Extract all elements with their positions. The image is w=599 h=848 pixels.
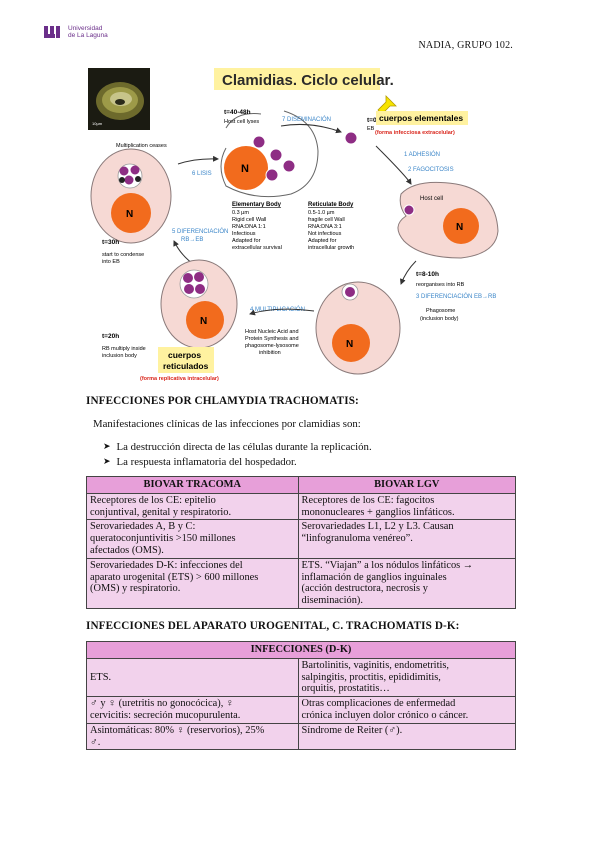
svg-text:reorganises into RB: reorganises into RB [416,282,465,288]
micrograph-image: 10µm [88,68,150,130]
svg-text:RNA:DNA 1:1: RNA:DNA 1:1 [232,224,266,230]
svg-text:t=30h: t=30h [102,239,119,246]
svg-text:Not infectious: Not infectious [308,231,342,237]
svg-text:cuerpos elementales: cuerpos elementales [379,113,463,123]
svg-text:start to condense: start to condense [102,252,144,258]
svg-text:(forma infecciosa extracelular: (forma infecciosa extracelular) [375,130,455,136]
svg-text:Host cell: Host cell [420,196,443,202]
elementary-body [344,131,358,145]
elementary-body-box [376,111,468,125]
svg-text:cuerpos: cuerpos [168,350,201,360]
svg-text:RB→EB: RB→EB [181,237,203,243]
host-cell-bottom-left: N [160,259,238,349]
svg-text:t=40-48h: t=40-48h [224,109,251,116]
table-header-infecciones: INFECCIONES (D-K) [86,641,516,659]
svg-text:3 DIFERENCIACIÓN EB→RB: 3 DIFERENCIACIÓN EB→RB [416,293,496,300]
host-cell-bottom-right: N [315,281,401,375]
ull-logo-icon [44,26,60,38]
svg-text:(inclusion body): (inclusion body) [420,316,459,322]
svg-text:EB: EB [367,126,375,132]
table-row: Serovariedades A, B y C:queratoconjuntiv… [86,519,517,559]
svg-text:(forma replicativa intracelula: (forma replicativa intracelular) [140,376,219,382]
reticulate-body-box [158,347,214,373]
host-cell-right: N [397,181,499,259]
lysed-host-cell: N [220,110,319,198]
svg-text:N: N [346,339,353,350]
intro-paragraph: Manifestaciones clínicas de las infeccio… [93,418,361,430]
svg-text:0.3 µm: 0.3 µm [232,210,249,216]
svg-text:N: N [241,163,249,175]
svg-text:inhibition: inhibition [259,350,281,356]
figure-title-box [214,68,380,90]
svg-text:Adapted for: Adapted for [308,238,337,244]
svg-text:t=0: t=0 [367,117,377,124]
figure-title: Clamidias. Ciclo celular. [222,72,394,89]
table-header-lgv: BIOVAR LGV [297,476,517,494]
svg-text:t=20h: t=20h [102,333,119,340]
infections-dk-table: INFECCIONES (D-K) ETS. Bartolinitis, vag… [86,641,516,751]
arrow-bullet-icon: ➤ [103,441,111,451]
svg-text:6 LISIS: 6 LISIS [192,171,212,177]
table-row: Asintomáticas: 80% ♀ (reservorios), 25%♂… [86,722,516,751]
svg-text:Protein Synthesis and: Protein Synthesis and [245,336,299,342]
svg-text:inclusion body: inclusion body [102,353,137,359]
svg-text:Phagosome: Phagosome [426,308,455,314]
svg-text:7 DISEMINACIÓN: 7 DISEMINACIÓN [282,116,331,123]
svg-text:Infectious: Infectious [232,231,256,237]
svg-text:Multiplication ceases: Multiplication ceases [116,143,167,149]
university-logo: Universidad de La Laguna [44,24,108,40]
svg-text:extracellular survival: extracellular survival [232,245,282,251]
list-item: ➤La destrucción directa de las células d… [103,440,372,453]
svg-text:N: N [456,222,463,233]
table-row: ♂ y ♀ (uretritis no gonocócica), ♀cervic… [86,696,516,724]
svg-text:1 ADHESIÓN: 1 ADHESIÓN [404,151,440,158]
svg-text:intracellular growth: intracellular growth [308,245,354,251]
section-title-urogenital: INFECCIONES DEL APARATO UROGENITAL, C. T… [86,620,460,632]
svg-text:Host Nucleic Acid and: Host Nucleic Acid and [245,329,299,335]
svg-text:RB multiply inside: RB multiply inside [102,346,146,352]
host-cell-left: N [90,148,172,244]
biovar-table: BIOVAR TRACOMA BIOVAR LGV Receptores de … [86,476,517,609]
list-item: ➤La respuesta inflamatoria del hospedado… [103,455,297,468]
logo-line-1: Universidad [68,25,103,32]
photo-scale-label: 10µm [92,121,103,126]
svg-text:N: N [200,316,207,327]
svg-text:0.5-1.0 µm: 0.5-1.0 µm [308,210,335,216]
table-row: ETS. Bartolinitis, vaginitis, endometrit… [86,657,516,698]
svg-text:reticulados: reticulados [163,361,209,371]
svg-text:Elementary Body: Elementary Body [232,202,282,208]
logo-line-2: de La Laguna [68,32,108,39]
svg-text:Rigid cell Wall: Rigid cell Wall [232,217,266,223]
author-group-label: NADIA, GRUPO 102. [418,40,513,51]
svg-text:N: N [126,209,133,220]
svg-text:t=8-10h: t=8-10h [416,271,439,278]
table-header-tracoma: BIOVAR TRACOMA [86,476,299,494]
svg-text:fragile cell Wall: fragile cell Wall [308,217,345,223]
svg-text:Reticulate Body: Reticulate Body [308,202,354,208]
svg-text:5 DIFERENCIACIÓN: 5 DIFERENCIACIÓN [172,228,228,235]
svg-text:into EB: into EB [102,259,120,265]
arrow-bullet-icon: ➤ [103,456,111,466]
section-title-chlamydia: INFECCIONES POR CHLAMYDIA TRACHOMATIS: [86,395,359,407]
svg-text:phagosome-lysosome: phagosome-lysosome [245,343,299,349]
manifestations-list: ➤La destrucción directa de las células d… [103,439,372,469]
chlamydia-cycle-figure: 10µm Clamidias. Ciclo celular. N t=40-48… [86,66,514,384]
svg-text:Adapted for: Adapted for [232,238,261,244]
svg-text:RNA:DNA 3:1: RNA:DNA 3:1 [308,224,342,230]
svg-text:2 FAGOCITOSIS: 2 FAGOCITOSIS [408,167,454,173]
svg-text:Host cell lyses: Host cell lyses [224,119,259,125]
